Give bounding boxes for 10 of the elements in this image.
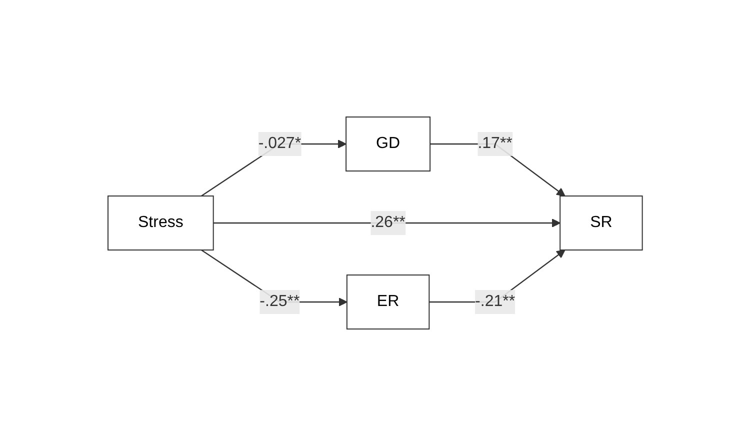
edge-label: .17**	[478, 135, 512, 152]
node-box: GD	[345, 116, 430, 172]
edge-label: -.21**	[474, 293, 515, 310]
edge-label: .26**	[370, 214, 406, 231]
edge-label: -.25**	[260, 293, 300, 310]
node-box: Stress	[107, 196, 214, 250]
node-box: SR	[559, 196, 643, 250]
arrow	[213, 218, 560, 228]
node-box: ER	[346, 274, 430, 330]
edge-label: -.027*	[258, 135, 301, 152]
